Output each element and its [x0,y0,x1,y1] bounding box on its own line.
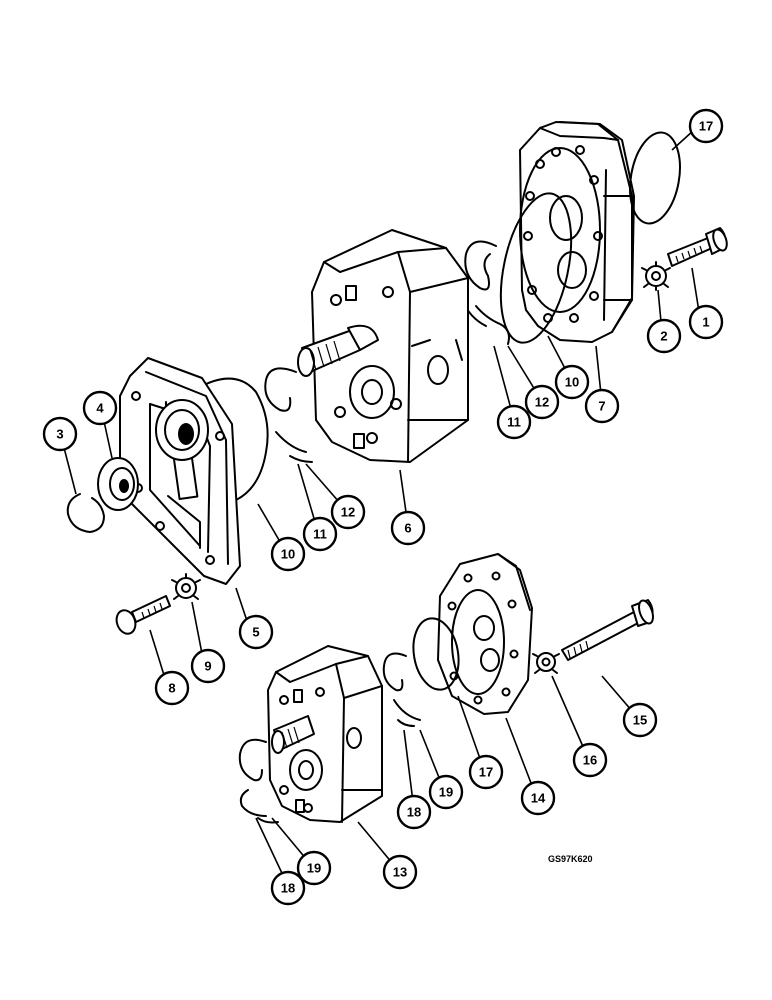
lower-pump-body-part [267,645,383,823]
callout-11: 11 [302,516,338,552]
callout-1: 1 [688,304,724,340]
o-ring-part [412,617,460,691]
svg-text:7: 7 [598,399,605,414]
svg-text:15: 15 [633,713,647,728]
wire-seal-part [264,367,313,463]
callout-4: 4 [82,390,118,426]
callout-2: 2 [646,318,682,354]
lock-washer-part [171,573,201,600]
callout-17: 17 [688,108,724,144]
callout-3: 3 [42,416,78,452]
svg-text:1: 1 [702,315,709,330]
callout-18: 18 [270,870,306,906]
svg-text:12: 12 [535,395,549,410]
callout-17: 17 [468,754,504,790]
front-cover-part [119,357,241,585]
svg-text:3: 3 [56,427,63,442]
callout-19: 19 [428,774,464,810]
callout-10: 10 [554,364,590,400]
callout-7: 7 [584,388,620,424]
callout-19: 19 [296,850,332,886]
seal-ring-part [499,192,573,344]
svg-text:16: 16 [583,753,597,768]
svg-text:14: 14 [531,791,546,806]
svg-text:19: 19 [307,861,321,876]
callout-10: 10 [270,536,306,572]
callout-14: 14 [520,780,556,816]
shaft-seal-part [97,457,139,511]
lock-washer-part [532,652,560,674]
cap-screw-part [115,595,171,635]
svg-text:17: 17 [699,119,713,134]
o-ring-part [629,131,681,225]
svg-text:5: 5 [252,625,259,640]
long-bolt-part [561,599,654,661]
svg-text:12: 12 [341,505,355,520]
pump-body-part [311,229,469,463]
callout-6: 6 [390,510,426,546]
callout-8: 8 [154,670,190,706]
lock-washer-part [641,261,671,291]
callout-5: 5 [238,614,274,650]
callout-18: 18 [396,794,432,830]
svg-text:8: 8 [168,681,175,696]
callout-16: 16 [572,742,608,778]
svg-text:9: 9 [204,659,211,674]
snap-ring-part [66,493,105,533]
callout-15: 15 [622,702,658,738]
wire-seal-part [382,652,421,727]
callout-11: 11 [496,404,532,440]
lower-cover-part [437,553,533,715]
wire-seal-part [461,240,510,345]
svg-text:19: 19 [439,785,453,800]
drive-shaft-part [297,324,379,377]
svg-text:17: 17 [479,765,493,780]
svg-text:18: 18 [407,805,421,820]
callout-13: 13 [382,854,418,890]
svg-text:13: 13 [393,865,407,880]
svg-text:18: 18 [281,881,295,896]
svg-text:2: 2 [660,329,667,344]
callout-12: 12 [524,384,560,420]
drive-shaft-part [271,715,315,754]
svg-text:6: 6 [404,521,411,536]
svg-text:10: 10 [565,375,579,390]
callout-12: 12 [330,494,366,530]
cap-screw-part [667,227,728,267]
callout-9: 9 [190,648,226,684]
svg-text:4: 4 [96,401,104,416]
svg-text:11: 11 [507,415,521,430]
drawing-code: GS97K620 [548,854,593,864]
rear-cover-part [519,121,635,343]
svg-text:10: 10 [281,547,295,562]
svg-text:11: 11 [313,527,327,542]
